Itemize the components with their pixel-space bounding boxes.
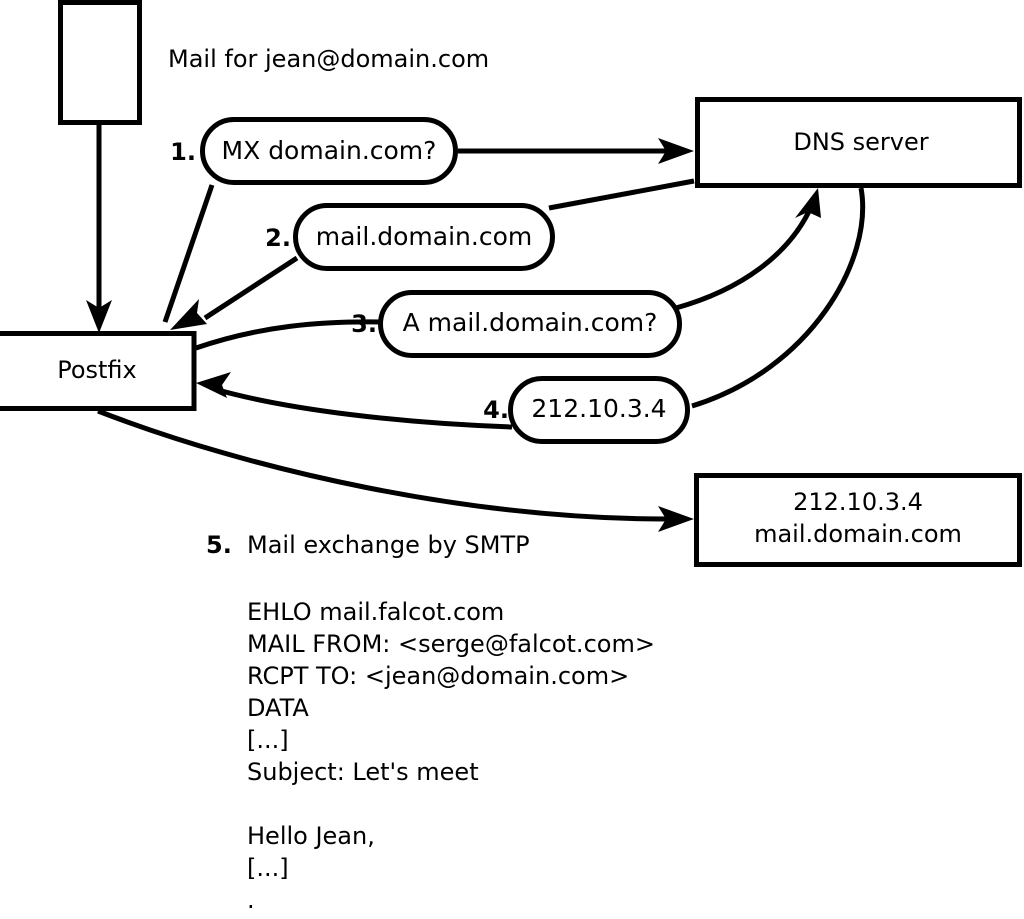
step-1-label: MX domain.com? (222, 136, 437, 165)
transcript-line: MAIL FROM: <serge@falcot.com> (247, 630, 655, 658)
step-1-number: 1. (170, 138, 196, 166)
edge-line (675, 203, 815, 311)
edge-line (548, 178, 695, 211)
transcript-line: RCPT TO: <jean@domain.com> (247, 662, 629, 690)
edge-dns-to-step4 (691, 187, 866, 409)
edge-dns-to-step2 (548, 178, 695, 211)
arrow-head-icon (170, 299, 207, 330)
edge-sender-to-postfix (86, 124, 112, 333)
transcript-line: [...] (247, 854, 289, 882)
edge-step1-leader (162, 184, 215, 323)
step-5-number: 5. (206, 531, 232, 559)
node-sender (58, 0, 142, 125)
arrow-head-icon (795, 188, 821, 218)
node-dns-server-box (695, 97, 1022, 188)
transcript-line: [...] (247, 726, 289, 754)
step-4: 4. 212.10.3.4 (483, 376, 690, 444)
transcript-line: DATA (247, 694, 309, 722)
arrow-head-icon (196, 372, 231, 398)
step-4-bubble (508, 376, 690, 444)
node-postfix: Postfix (0, 331, 197, 411)
step-2-bubble (293, 203, 555, 271)
node-postfix-label: Postfix (57, 356, 137, 384)
transcript-line: Subject: Let's meet (247, 758, 479, 786)
edge-step3-to-dns (675, 188, 821, 311)
edge-step1-to-dns (458, 138, 694, 164)
step-4-number: 4. (483, 396, 509, 424)
edge-line (162, 184, 215, 323)
edge-line (97, 408, 673, 522)
node-mail-server: 212.10.3.4 mail.domain.com (694, 473, 1022, 567)
step-1: 1. MX domain.com? (170, 117, 458, 185)
edge-line (195, 319, 383, 351)
edge-line (691, 187, 866, 409)
edge-postfix-to-step3 (195, 319, 383, 351)
step-5-label: Mail exchange by SMTP (247, 531, 530, 559)
node-dns-server-label: DNS server (793, 128, 928, 156)
node-mail-server-ip: 212.10.3.4 (793, 488, 923, 516)
edge-postfix-to-mailserver (97, 408, 694, 532)
step-2-label: mail.domain.com (316, 222, 532, 251)
step-2: 2. mail.domain.com (265, 203, 555, 271)
edge-step4-to-postfix (196, 372, 513, 430)
step-1-bubble (200, 117, 458, 185)
transcript-line: . (247, 886, 255, 914)
node-sender-box (58, 0, 142, 125)
node-dns-server: DNS server (695, 97, 1022, 188)
edge-line (217, 387, 513, 430)
arrow-head-icon (658, 506, 694, 532)
edge-step2-to-postfix (170, 255, 299, 330)
page-title: Mail for jean@domain.com (168, 45, 489, 73)
step-3: 3. A mail.domain.com? (351, 290, 682, 358)
node-postfix-box (0, 331, 197, 411)
transcript-line: Hello Jean, (247, 822, 375, 850)
step-4-label: 212.10.3.4 (531, 394, 666, 423)
node-mail-server-hostname: mail.domain.com (754, 520, 962, 548)
arrow-head-icon (86, 300, 112, 333)
step-2-number: 2. (265, 224, 291, 252)
step-3-label: A mail.domain.com? (403, 308, 658, 337)
step-3-number: 3. (351, 310, 377, 338)
edge-line (203, 255, 299, 321)
arrow-head-icon (658, 138, 694, 164)
node-mail-server-box (694, 473, 1022, 567)
transcript-line: EHLO mail.falcot.com (247, 598, 504, 626)
step-3-bubble (378, 290, 682, 358)
